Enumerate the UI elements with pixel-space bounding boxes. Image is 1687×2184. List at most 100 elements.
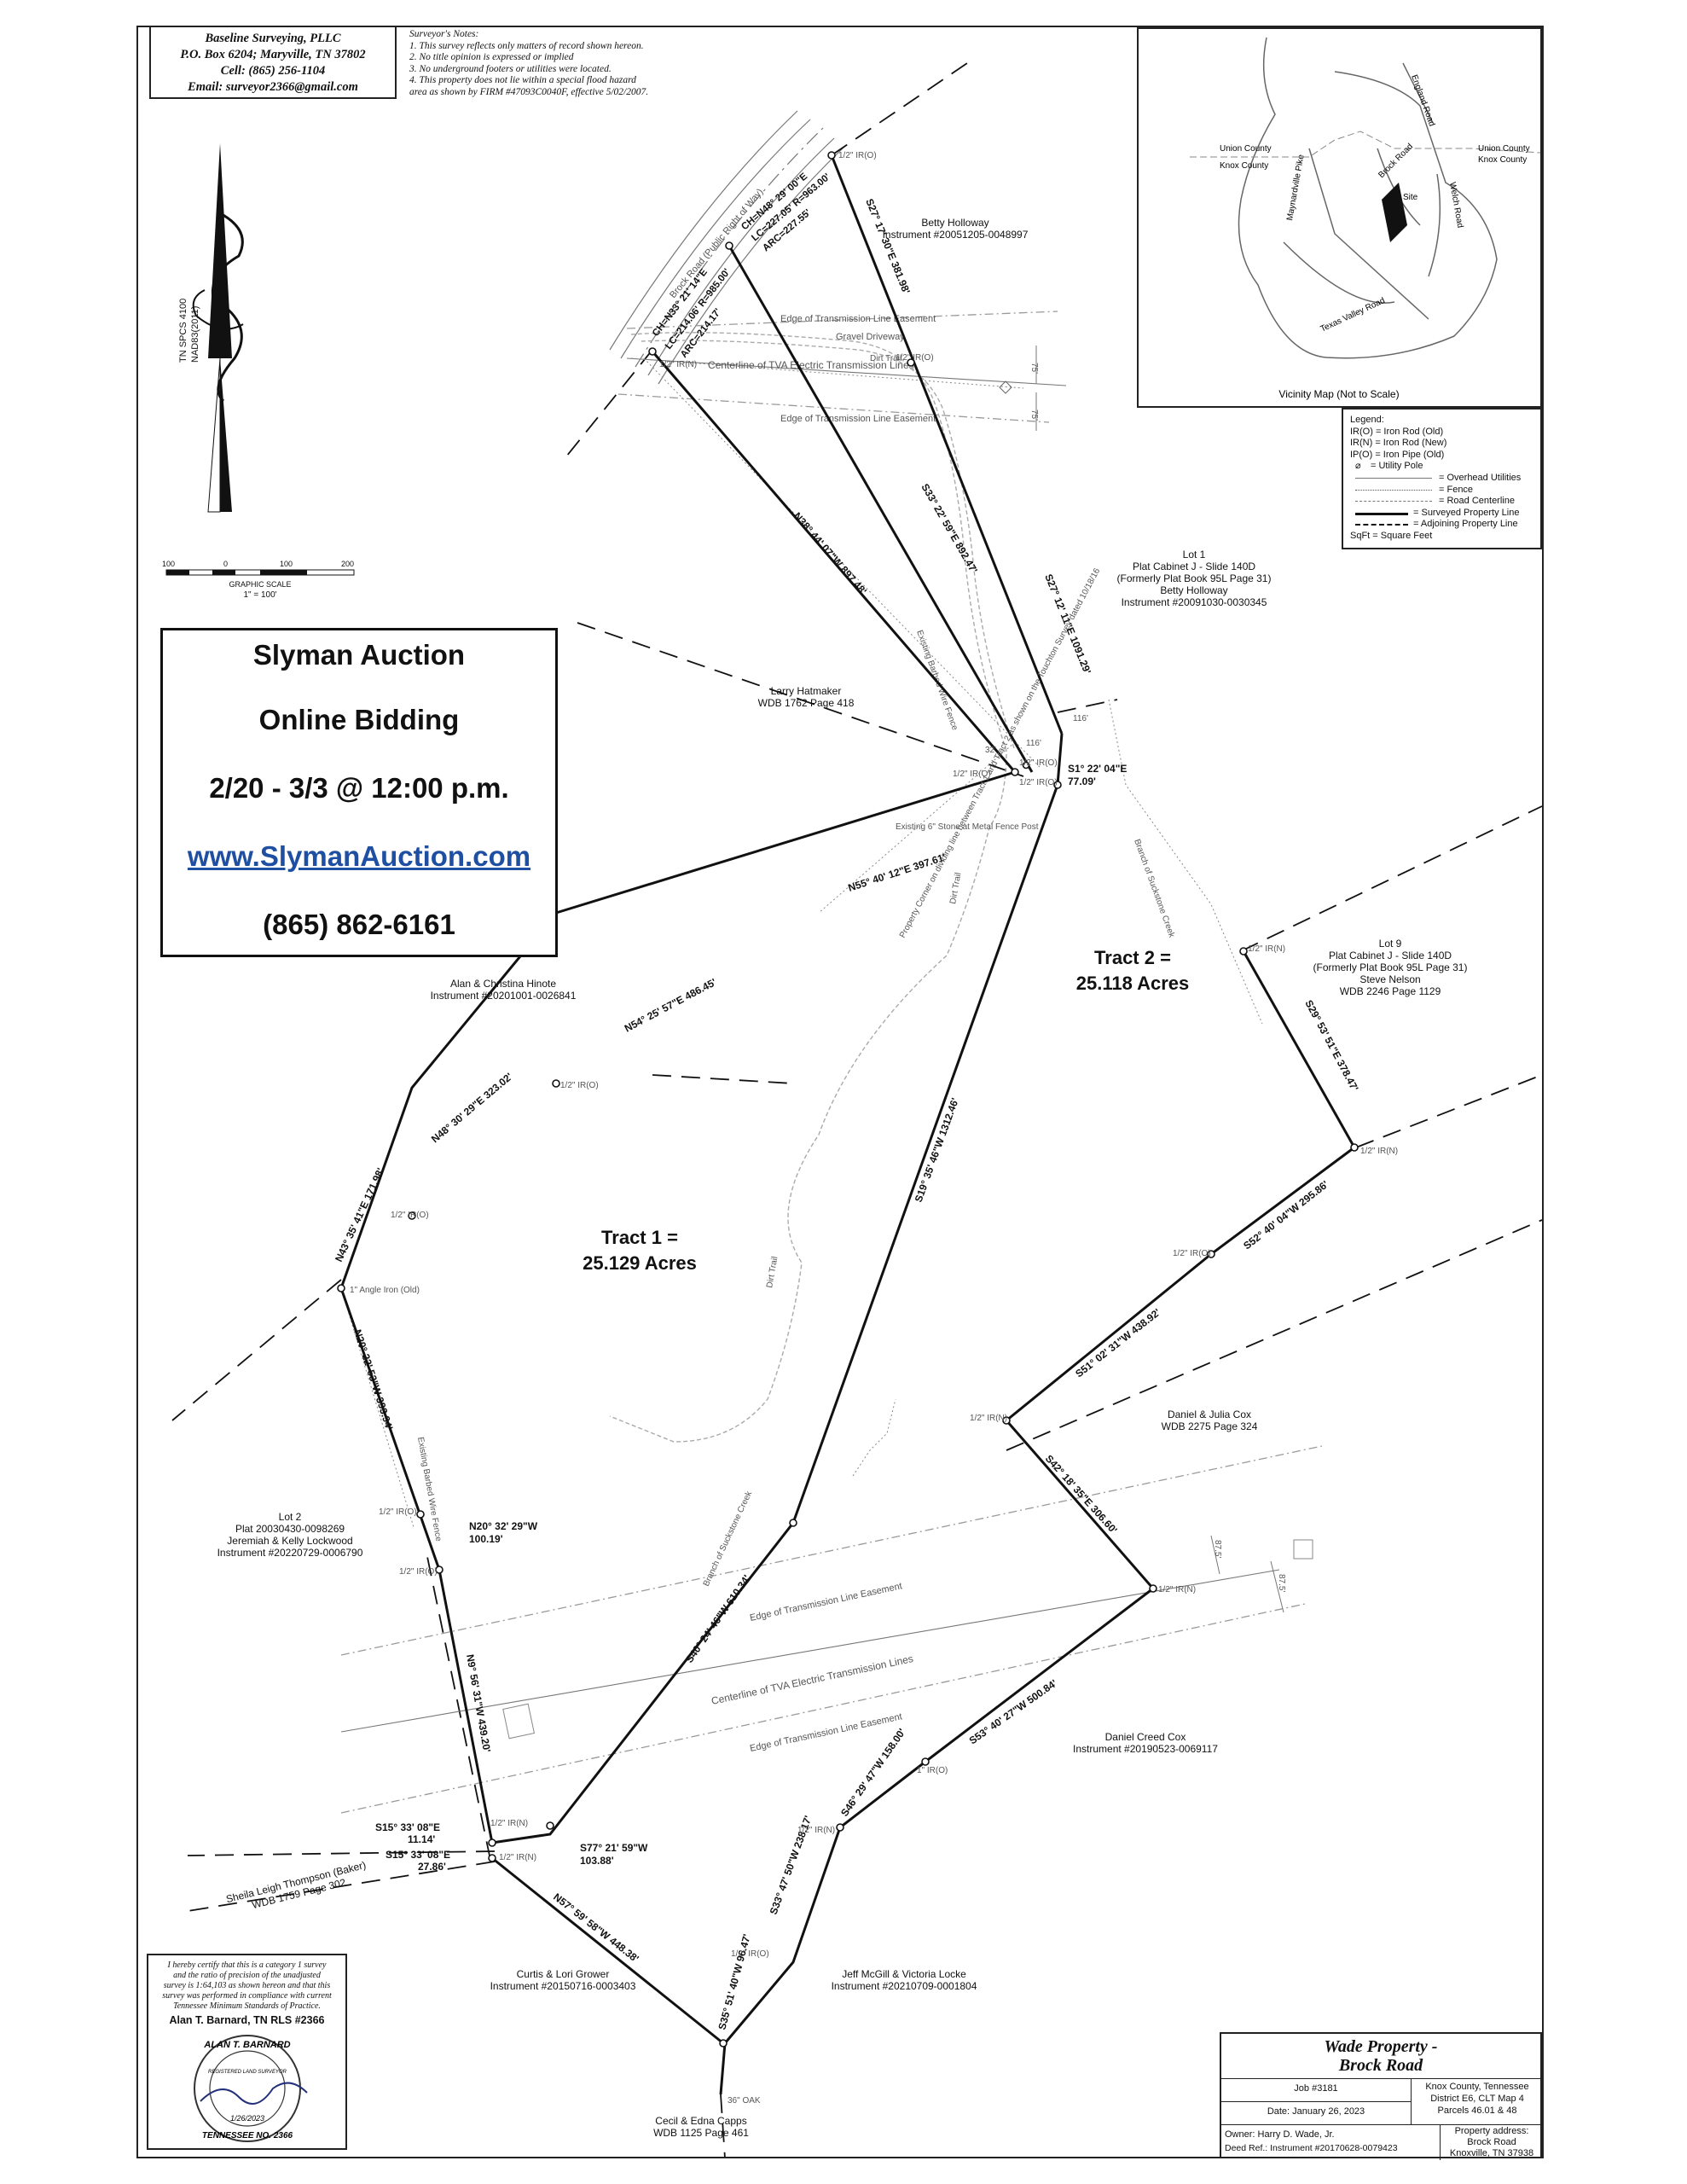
legend-title: Legend: [1350,415,1384,425]
legend-fence: = Fence [1350,485,1533,497]
notes-line-2: 2. No title opinion is expressed or impl… [409,52,574,62]
certification-block: I hereby certify that this is a category… [147,1954,347,2150]
adjoining-lines [171,59,1543,2159]
cert-line-2: and the ratio of precision of the unadju… [173,1971,321,1980]
owner-capps-2: WDB 1125 Page 461 [653,2127,749,2139]
tract2-name: Tract 2 = [1094,947,1171,968]
auction-dates: 2/20 - 3/3 @ 12:00 p.m. [209,772,509,804]
owner-hatmaker-1: Larry Hatmaker [771,685,842,697]
signature-icon [199,2082,308,2105]
gravel-driveway-label: Gravel Driveway [836,332,905,342]
legend-ir-new: IR(N) = Iron Rod (New) [1350,438,1447,449]
mon-mcgill: 1/2" IR(N) [797,1826,835,1835]
mon-cox: 1/2" IR(N) [970,1414,1007,1423]
tb-county-2: District E6, CLT Map 4 [1430,2094,1524,2104]
tract1-name: Tract 1 = [601,1227,678,1248]
title-block: Wade Property - Brock Road Job #3181 Dat… [1220,2032,1544,2160]
auction-subtitle: Online Bidding [258,704,460,735]
fence-line-icon [1355,489,1432,491]
bearing-b20: S15° 33' 08"E [375,1821,440,1833]
owner-lot9-4: Steve Nelson [1359,973,1420,985]
vic-union-1: Union County [1220,144,1272,154]
owner-holloway-2: Instrument #20051205-0048997 [883,229,1029,241]
company-address: P.O. Box 6204; Maryville, TN 37802 [180,48,366,61]
monument-points [337,151,1359,2048]
tb-divider-1 [1221,2078,1540,2079]
legend-adjoining: = Adjoining Property Line [1350,519,1533,531]
scale-tick-1: 100 [162,560,175,568]
bearing-b22: S77° 21' 59"W [580,1842,648,1854]
title-block-heading: Wade Property - Brock Road [1221,2037,1540,2075]
auction-phone: (865) 862-6161 [263,909,455,940]
surveyor-seal-icon: ALAN T. BARNARD REGISTERED LAND SURVEYOR… [193,2035,308,2142]
vic-welch: Welch Road [1447,182,1464,229]
vic-maynardville: Maynardville Pike [1285,154,1307,222]
utility-pole-icon: ⌀ [1355,461,1361,472]
mon-right: 1/2" IR(N) [1360,1147,1398,1156]
stone-label: Existing 6" Stone at Metal Fence Post [896,822,1039,832]
overhead-line-icon [1355,477,1432,479]
vicinity-map: Union County Knox County Union County Kn… [1137,27,1542,408]
cert-line-5: Tennessee Minimum Standards of Practice. [173,2001,321,2011]
legend-road: = Road Centerline [1350,496,1533,508]
owner-lot2-3: Jeremiah & Kelly Lockwood [227,1535,352,1547]
driveway-trail: Dirt Trail Dirt Trail [609,332,1016,1443]
mon-1ir: 1" IR(O) [917,1766,948,1775]
mon-left: 1/2" IR(N) [659,360,697,369]
cert-signer: Alan T. Barnard, TN RLS #2366 [169,2014,325,2026]
owner-lot1-3: (Formerly Plat Book 95L Page 31) [1117,572,1272,584]
owner-hatmaker-2: WDB 1762 Page 418 [758,697,855,709]
owner-lot1-5: Instrument #20091030-0030345 [1122,596,1267,608]
bearing-b05-dist: 77.09' [1068,775,1096,787]
bearing-b15-dist: 100.19' [469,1533,503,1545]
notes-title: Surveyor's Notes: [409,29,479,39]
cert-line-4: survey was performed in compliance with … [162,1991,332,2001]
dim-116-a: 116' [1073,714,1088,723]
owner-lot1-2: Plat Cabinet J - Slide 140D [1133,561,1255,572]
mon-mid2: 1/2" IR(O) [1019,758,1058,768]
mon-sw1: 1/2" IR(N) [490,1819,528,1828]
north-arrow-icon: TN SPCS 4100 NAD83(2011) [178,143,244,513]
company-name: Baseline Surveying, PLLC [205,32,341,45]
seal-top-text: ALAN T. BARNARD [203,2040,290,2050]
auction-website-link[interactable]: www.SlymanAuction.com [187,840,531,872]
owner-grower-2: Instrument #20150716-0003403 [490,1980,636,1992]
tb-deed: Deed Ref.: Instrument #20170628-0079423 [1225,2143,1398,2153]
owner-capps-1: Cecil & Edna Capps [655,2115,746,2127]
owner-holloway-1: Betty Holloway [921,217,988,229]
seal-mid-text: REGISTERED LAND SURVEYOR [208,2070,287,2075]
vic-england: England Road [1409,73,1436,127]
tb-date: Date: January 26, 2023 [1267,2106,1365,2117]
mon-top: 1/2" IR(O) [838,151,877,160]
scale-tick-2: 0 [223,560,228,568]
owner-lot2-2: Plat 20030430-0098269 [235,1523,345,1535]
mon-south: 1/2" IR(O) [731,1949,769,1959]
vic-site: Site [1403,193,1418,202]
tva-centerline-label-north: Centerline of TVA Electric Transmission … [708,359,914,371]
tb-divider-2 [1221,2101,1411,2102]
tb-divider-v2 [1440,2124,1441,2160]
cert-line-3: survey is 1:64,103 as shown hereon and t… [163,1981,331,1990]
owner-mcgill-2: Instrument #20210709-0001804 [832,1980,977,1992]
legend-utility-pole: ⌀= Utility Pole [1350,461,1533,473]
north-label-2: NAD83(2011) [190,306,200,363]
notes-line-5: area as shown by FIRM #47093C0040F, effe… [409,86,649,97]
owner-lot9-5: WDB 2246 Page 1129 [1340,985,1441,997]
tb-county: Knox County, Tennessee District E6, CLT … [1411,2081,1544,2117]
company-block: Baseline Surveying, PLLC P.O. Box 6204; … [149,26,397,99]
dim-75-a: 75' [1029,363,1039,374]
tb-divider-3 [1221,2124,1540,2125]
mon-lot2a: 1/2" IR(O) [379,1507,417,1517]
scale-title: GRAPHIC SCALE [229,580,291,589]
tb-owner: Owner: Harry D. Wade, Jr. [1225,2129,1335,2140]
dim-875-b: 87.5' [1277,1574,1286,1592]
owner-lot2-4: Instrument #20220729-0006790 [217,1547,363,1559]
bearing-b15: N20° 32' 29"W [469,1520,538,1532]
legend: Legend: IR(O) = Iron Rod (Old) IR(N) = I… [1342,408,1542,549]
